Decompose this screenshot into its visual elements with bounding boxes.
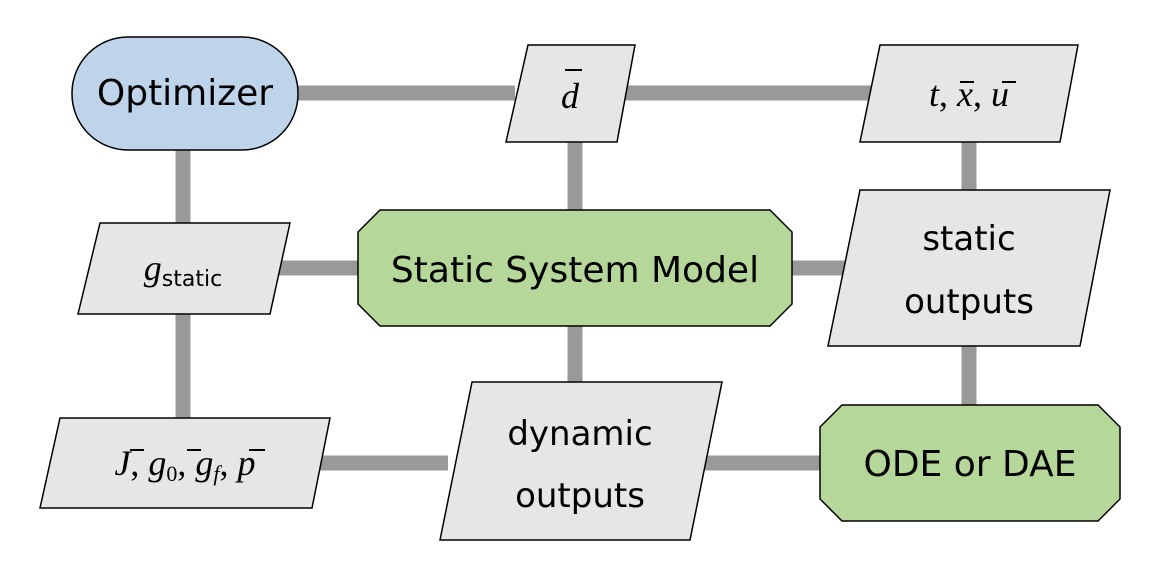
static-outputs-node: static outputs	[827, 189, 1111, 347]
objective-constraints-label: J, g0, gf, p	[114, 443, 255, 486]
g0-subscript: 0	[166, 461, 177, 486]
dynamic-outputs-node: dynamic outputs	[439, 381, 723, 541]
separator-a: ,	[130, 443, 148, 483]
dynamic-outputs-line1: dynamic	[507, 414, 652, 454]
objective-constraints-node: J, g0, gf, p	[39, 417, 331, 509]
g-static-node: gstatic	[77, 222, 291, 315]
g-static-label: gstatic	[144, 248, 222, 292]
ode-dae-node: ODE or DAE	[819, 404, 1121, 522]
design-variables-shape	[505, 44, 636, 143]
separator-1: ,	[939, 74, 957, 114]
u-symbol: u	[991, 74, 1009, 114]
time-states-controls-label: t, x, u	[929, 74, 1009, 114]
ode-dae-shape	[819, 404, 1121, 522]
static-system-model-shape	[357, 209, 793, 327]
t-symbol: t	[929, 74, 940, 114]
g-static-shape	[77, 222, 291, 315]
dynamic-outputs-shape	[439, 381, 723, 541]
static-system-model-label: Static System Model	[391, 250, 759, 291]
static-outputs-line1: static	[922, 219, 1015, 259]
connectors	[175, 85, 977, 471]
ode-dae-label: ODE or DAE	[864, 444, 1077, 485]
g0-symbol: g	[148, 443, 166, 483]
static-system-model-node: Static System Model	[357, 209, 793, 327]
separator-b: ,	[177, 443, 195, 483]
optimizer-shape	[71, 36, 299, 151]
time-states-controls-shape	[859, 44, 1079, 143]
g-subscript: static	[162, 267, 222, 292]
x-symbol: x	[956, 74, 973, 114]
time-states-controls-node: t, x, u	[859, 44, 1079, 143]
optimizer-label: Optimizer	[97, 73, 273, 114]
design-variables-node: d	[505, 44, 636, 143]
static-outputs-shape	[827, 189, 1111, 347]
static-outputs-line2: outputs	[904, 282, 1034, 322]
design-variables-label: d	[561, 76, 580, 116]
dynamic-outputs-line2: outputs	[515, 476, 645, 516]
p-symbol: p	[235, 443, 256, 483]
J-symbol: J	[114, 443, 132, 483]
gf-symbol: g	[195, 443, 213, 483]
g-symbol: g	[144, 248, 162, 288]
objective-constraints-shape	[39, 417, 331, 509]
optimizer-node: Optimizer	[71, 36, 299, 151]
separator-c: ,	[220, 443, 238, 483]
gf-subscript: f	[213, 461, 222, 486]
separator-2: ,	[973, 74, 991, 114]
